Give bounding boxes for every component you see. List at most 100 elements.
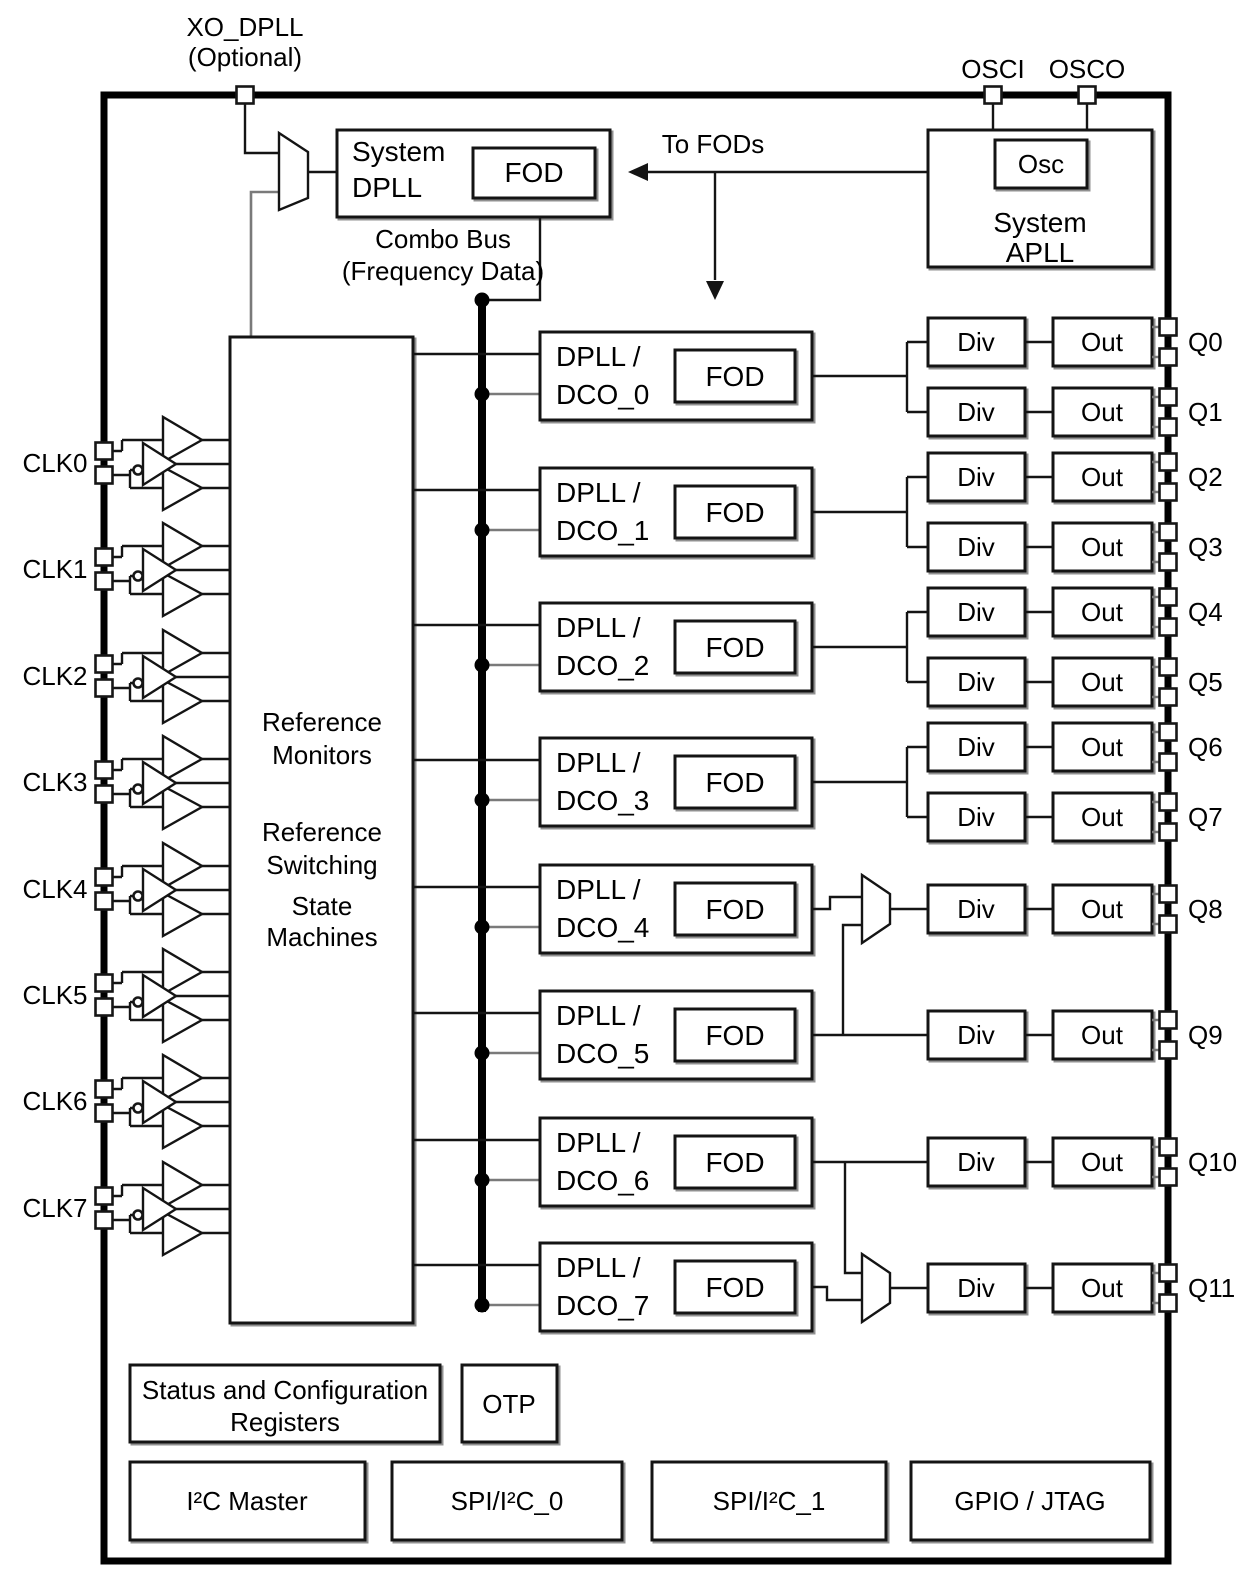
fod-label: FOD <box>705 1272 764 1303</box>
dco-label: DCO_2 <box>556 650 649 681</box>
reference-switching-label: State <box>292 891 353 921</box>
reference-monitors-label: Monitors <box>272 740 372 770</box>
clk-label: CLK7 <box>22 1193 87 1223</box>
out-label: Out <box>1081 397 1124 427</box>
out-label: Out <box>1081 1273 1124 1303</box>
div-label: Div <box>957 397 995 427</box>
clk-cluster-2 <box>94 628 232 725</box>
output-row-q2: Div Out Q2 <box>928 453 1223 501</box>
dco-label: DCO_4 <box>556 912 649 943</box>
q-pin-label: Q11 <box>1188 1273 1235 1303</box>
osci-pin <box>983 85 1003 105</box>
dpll-label: DPLL / <box>556 1252 641 1283</box>
output-row-q5: Div Out Q5 <box>928 658 1223 706</box>
dpll2-output-bracket-wires <box>812 610 928 684</box>
combo-bus-sublabel: (Frequency Data) <box>342 256 544 286</box>
out-label: Out <box>1081 1020 1124 1050</box>
dpll6-output-wires <box>812 1160 928 1275</box>
system-dpll-input-mux-icon <box>277 130 310 212</box>
q-pin-label: Q0 <box>1188 327 1223 357</box>
fod-label: FOD <box>705 497 764 528</box>
div-label: Div <box>957 327 995 357</box>
output-row-q3: Div Out Q3 <box>928 523 1223 571</box>
clk-channel-2: CLK2 <box>22 628 232 725</box>
i2c-master-box <box>128 1460 367 1542</box>
div-label: Div <box>957 597 995 627</box>
reference-to-mux-wire <box>249 190 279 337</box>
system-apll-section: OSCI OSCO Osc System APLL <box>926 54 1154 269</box>
clk-channel-0: CLK0 <box>22 415 232 512</box>
gpio-jtag-label: GPIO / JTAG <box>954 1486 1105 1516</box>
output-row-q1: Div Out Q1 <box>928 388 1223 436</box>
system-apll-label: APLL <box>1006 237 1075 268</box>
dpll0-output-bracket-wires <box>812 340 928 414</box>
dpll3-output-bracket-wires <box>812 745 928 819</box>
out-label: Out <box>1081 327 1124 357</box>
combo-bus-label: Combo Bus <box>375 224 511 254</box>
status-config-registers-box <box>128 1363 442 1444</box>
dpll-row-5: DPLL / DCO_5 FOD <box>413 991 812 1079</box>
output-row-q0: Div Out Q0 <box>928 318 1223 366</box>
output-routing-section <box>812 340 928 1325</box>
div-label: Div <box>957 732 995 762</box>
dpll-label: DPLL / <box>556 341 641 372</box>
q-pin-label: Q3 <box>1188 532 1223 562</box>
q8-output-mux-icon <box>860 872 892 946</box>
q-pin-label: Q2 <box>1188 462 1223 492</box>
control-section: Status and Configuration Registers OTP I… <box>128 1363 1152 1542</box>
clk-input-section: CLK0 CLK1 CLK2 CLK3 CLK4 CLK5 CLK6 CLK7 <box>22 415 232 1257</box>
clk-label: CLK6 <box>22 1086 87 1116</box>
osc-box <box>993 138 1089 190</box>
div-label: Div <box>957 802 995 832</box>
osco-pin <box>1077 85 1097 105</box>
dpll-label: DPLL / <box>556 612 641 643</box>
q-pin-label: Q9 <box>1188 1020 1223 1050</box>
output-row-q10: Div Out Q10 <box>928 1138 1237 1186</box>
fod-label: FOD <box>705 632 764 663</box>
clk-label: CLK1 <box>22 554 87 584</box>
div-label: Div <box>957 1147 995 1177</box>
reference-monitors-label: Reference <box>262 707 382 737</box>
reference-monitors-section: Reference Monitors Reference Switching S… <box>228 335 415 1325</box>
fod-label: FOD <box>705 1020 764 1051</box>
clk-channel-1: CLK1 <box>22 521 232 618</box>
q-pin-label: Q1 <box>1188 397 1223 427</box>
out-label: Out <box>1081 1147 1124 1177</box>
div-label: Div <box>957 894 995 924</box>
bus-junction-dot <box>474 292 490 308</box>
system-fod-box <box>471 146 597 200</box>
clk-channel-7: CLK7 <box>22 1160 232 1257</box>
q-pin-label: Q5 <box>1188 667 1223 697</box>
system-dpll-label: System <box>352 136 445 167</box>
fod-label: FOD <box>705 1147 764 1178</box>
output-row-q8: Div Out Q8 <box>928 885 1223 933</box>
to-fods-down-arrowhead-icon <box>706 281 724 300</box>
dpll7-to-mux-wire <box>812 1285 862 1302</box>
out-label: Out <box>1081 732 1124 762</box>
osco-pin-label: OSCO <box>1049 54 1126 84</box>
dpll-label: DPLL / <box>556 477 641 508</box>
system-fod-label: FOD <box>504 157 563 188</box>
osc-label: Osc <box>1018 149 1064 179</box>
xo-dpll-optional-label: (Optional) <box>188 42 302 72</box>
q-pin-label: Q4 <box>1188 597 1223 627</box>
output-divider-section: Div Out Q0 Div Out Q1 Div Out Q2 Div Out… <box>928 318 1237 1312</box>
to-fods-section: To FODs <box>628 129 928 300</box>
dco-label: DCO_0 <box>556 379 649 410</box>
system-apll-label: System <box>993 207 1086 238</box>
xo-dpll-pin <box>235 85 255 105</box>
fod-label: FOD <box>705 361 764 392</box>
otp-label: OTP <box>482 1389 535 1419</box>
clk-channel-3: CLK3 <box>22 734 232 831</box>
clk-channel-4: CLK4 <box>22 841 232 938</box>
xo-dpll-to-mux-wire <box>243 104 279 155</box>
div-label: Div <box>957 1020 995 1050</box>
otp-box <box>460 1363 559 1444</box>
dpll-label: DPLL / <box>556 874 641 905</box>
dpll-row-4: DPLL / DCO_4 FOD <box>413 865 812 953</box>
q-pin-label: Q7 <box>1188 802 1223 832</box>
dpll-row-1: DPLL / DCO_1 FOD <box>413 468 812 556</box>
dco-label: DCO_6 <box>556 1165 649 1196</box>
output-row-q6: Div Out Q6 <box>928 723 1223 771</box>
dco-label: DCO_3 <box>556 785 649 816</box>
